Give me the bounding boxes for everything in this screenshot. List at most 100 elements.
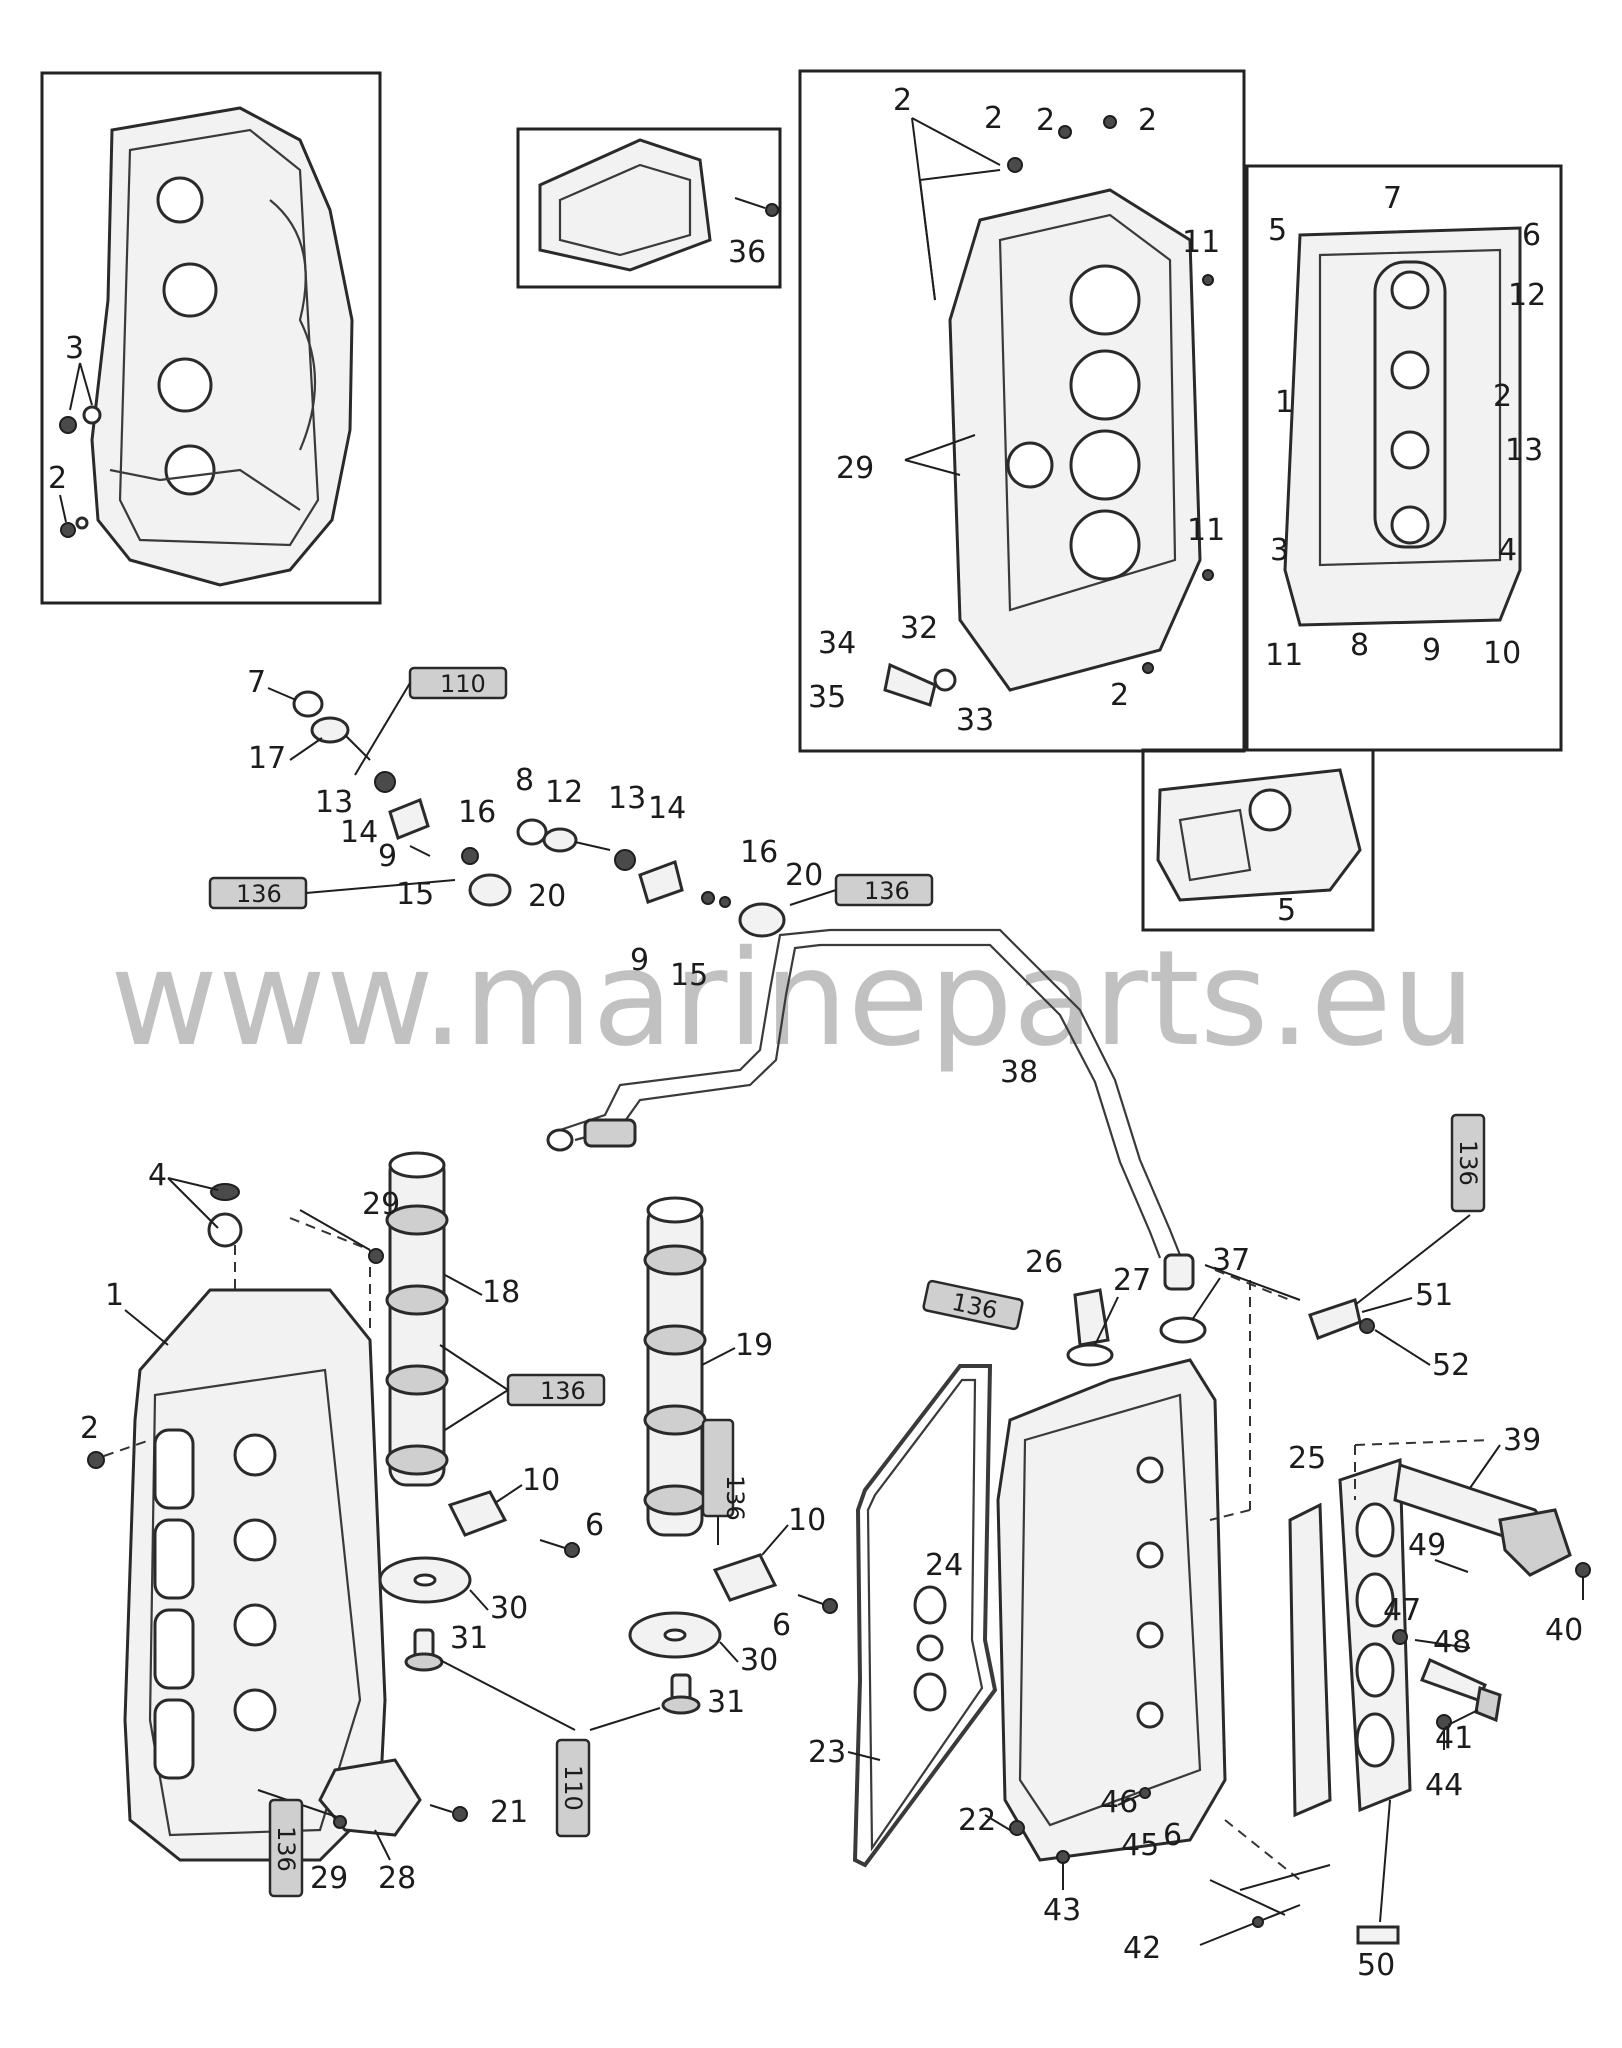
callout-3-inset: 3 (65, 331, 84, 366)
callout-29-b: 29 (310, 1861, 348, 1896)
callout-33: 33 (956, 703, 994, 738)
callout-32: 32 (900, 611, 938, 646)
sensors-and-fasteners (1199, 1214, 1591, 1946)
sequence-8: 8 (1350, 628, 1369, 663)
callout-40: 40 (1545, 1613, 1583, 1648)
callout-14-b: 14 (648, 791, 686, 826)
inset-frame-bolt-sequence (1245, 164, 1563, 752)
rocker-cover-gasket (852, 1364, 998, 1868)
callout-20-a: 20 (528, 879, 566, 914)
callout-44: 44 (1425, 1768, 1463, 1803)
sealant-tube-136-valve-right: 136 (789, 873, 934, 907)
callout-17: 17 (248, 741, 286, 776)
sealant-tube-136-valve-left: 136 (208, 876, 456, 910)
callout-48: 48 (1433, 1625, 1471, 1660)
callout-22: 22 (958, 1803, 996, 1838)
exhaust-flange-and-gasket (1224, 1457, 1412, 1945)
sequence-7: 7 (1383, 181, 1402, 216)
sequence-12: 12 (1508, 278, 1546, 313)
callout-43: 43 (1043, 1893, 1081, 1928)
callout-46: 46 (1100, 1785, 1138, 1820)
callout-7: 7 (247, 665, 266, 700)
callout-9-a: 9 (378, 839, 397, 874)
svg-text:136: 136 (540, 1377, 586, 1405)
sealant-tube-110-bottom: 110 (555, 1738, 591, 1838)
sequence-11: 11 (1265, 638, 1303, 673)
sealant-tube-110-top: 110 (354, 666, 508, 776)
inset-frame-top-small (516, 127, 782, 289)
cylinder-head-main-illustration (87, 1183, 387, 1862)
callout-1: 1 (105, 1278, 124, 1313)
callout-36: 36 (728, 235, 766, 270)
callout-11-a: 11 (1182, 225, 1220, 260)
sealant-tube-136-sensor: 136 (1450, 1113, 1486, 1213)
callout-10-b: 10 (788, 1503, 826, 1538)
breather-hose (546, 928, 1195, 1291)
valve-train-parts (292, 690, 786, 938)
sequence-6: 6 (1522, 218, 1541, 253)
callout-8: 8 (515, 763, 534, 798)
sealant-tube-136-cover: 136 (922, 1279, 1024, 1331)
callout-18: 18 (482, 1275, 520, 1310)
callout-14-a: 14 (340, 815, 378, 850)
callout-34: 34 (818, 626, 856, 661)
camshaft-exhaust (385, 1151, 580, 1558)
svg-text:136: 136 (864, 877, 910, 905)
callout-42: 42 (1123, 1931, 1161, 1966)
callout-45: 45 (1121, 1828, 1159, 1863)
callout-2-head: 2 (80, 1411, 99, 1446)
callout-50: 50 (1357, 1948, 1395, 1983)
rocker-cover-illustration (996, 1280, 1251, 1862)
callout-25: 25 (1288, 1441, 1326, 1476)
callout-38: 38 (1000, 1055, 1038, 1090)
callout-12: 12 (545, 775, 583, 810)
callout-6-c: 6 (1163, 1818, 1182, 1853)
small-right-inset-illustration (1156, 768, 1362, 902)
sealant-tube-136-head-bottom: 136 (268, 1798, 304, 1898)
callout-27: 27 (1113, 1263, 1151, 1298)
svg-text:136: 136 (236, 880, 282, 908)
callout-6-b: 6 (772, 1608, 791, 1643)
sequence-1: 1 (1275, 385, 1294, 420)
camshaft-intake (643, 1196, 838, 1614)
svg-text:110: 110 (440, 670, 486, 698)
callout-39: 39 (1503, 1423, 1541, 1458)
callout-13-b: 13 (608, 781, 646, 816)
callout-15-a: 15 (396, 877, 434, 912)
bolt-sequence-cover-illustration (1283, 226, 1522, 627)
cylinder-head-inset-illustration (59, 106, 354, 587)
svg-text:136: 136 (721, 1475, 749, 1521)
callout-29-a: 29 (362, 1187, 400, 1222)
callout-26: 26 (1025, 1245, 1063, 1280)
callout-21: 21 (490, 1795, 528, 1830)
callout-52: 52 (1432, 1348, 1470, 1383)
callout-28: 28 (378, 1861, 416, 1896)
sequence-4: 4 (1498, 533, 1517, 568)
trigger-wheels (378, 1556, 722, 1731)
sequence-10: 10 (1483, 636, 1521, 671)
sequence-13: 13 (1505, 433, 1543, 468)
callout-47: 47 (1383, 1593, 1421, 1628)
callout-30-a: 30 (490, 1591, 528, 1626)
callout-2-d: 2 (1138, 103, 1157, 138)
callout-51: 51 (1415, 1278, 1453, 1313)
inset-frame-head-detail (798, 69, 1246, 753)
head-detail-illustration (883, 115, 1214, 707)
callout-19: 19 (735, 1328, 773, 1363)
callout-4: 4 (148, 1158, 167, 1193)
svg-text:110: 110 (559, 1765, 587, 1811)
callout-29-inset: 29 (836, 451, 874, 486)
callout-2-e: 2 (1110, 678, 1129, 713)
callout-16-b: 16 (740, 835, 778, 870)
callout-6-a: 6 (585, 1508, 604, 1543)
callout-13-a: 13 (315, 785, 353, 820)
callout-31-b: 31 (707, 1685, 745, 1720)
callout-11-b: 11 (1187, 513, 1225, 548)
callout-2-b: 2 (984, 101, 1003, 136)
callout-41: 41 (1435, 1721, 1473, 1756)
sealant-tube-136-camshaft-exhaust: 136 (439, 1344, 606, 1431)
small-inset-illustration (538, 138, 779, 272)
callout-2-c: 2 (1036, 103, 1055, 138)
sealant-tube-136-camshaft-intake: 136 (701, 1418, 749, 1545)
